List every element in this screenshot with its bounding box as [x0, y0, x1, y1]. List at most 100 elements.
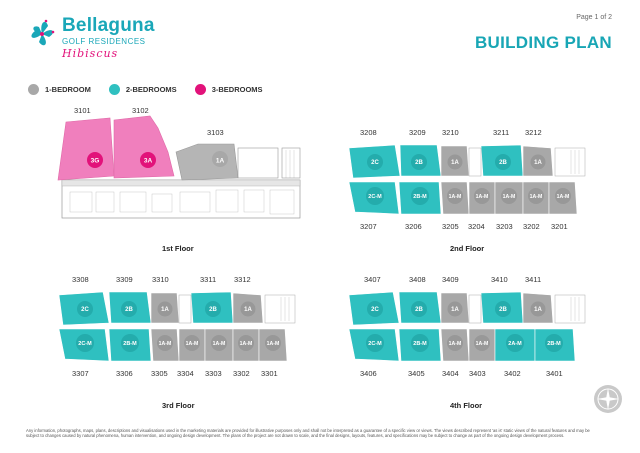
page-number: Page 1 of 2: [576, 14, 612, 21]
floor-label: 1st Floor: [162, 244, 194, 253]
legend-label: 1-BEDROOM: [45, 85, 91, 94]
unit-type-label: 2C: [371, 307, 379, 313]
compass-icon: [594, 385, 622, 413]
unit-number: 3212: [525, 128, 542, 137]
unit-number: 3411: [525, 275, 542, 284]
unit-number: 3204: [468, 222, 485, 231]
unit-number: 3206: [405, 222, 422, 231]
legend-item-2-bedrooms: 2-BEDROOMS: [108, 84, 177, 95]
third-floor-plan: 2C 2B 1A 2B 1A 2C-M 2B-M 1A-M 1A-M 1A-M …: [58, 291, 296, 362]
unit-type-label: 1A-M: [159, 341, 172, 347]
unit-type-label: 1A: [216, 158, 225, 165]
unit-number: 3409: [442, 275, 459, 284]
brand-subtitle: GOLF RESIDENCES: [62, 37, 146, 46]
unit-type-label: 1A: [451, 307, 459, 313]
unit-number: 3407: [364, 275, 381, 284]
unit-type-label: 2B-M: [123, 341, 137, 347]
unit-number: 3305: [151, 369, 168, 378]
unit-type-label: 1A-M: [449, 341, 462, 347]
unit-type-label: 1A-M: [557, 194, 570, 200]
unit-type-label: 2B: [415, 307, 423, 313]
unit-number: 3201: [551, 222, 568, 231]
brand-script: Hibiscus: [62, 47, 119, 60]
unit-number: 3209: [409, 128, 426, 137]
unit-type-label: 1A-M: [503, 194, 516, 200]
unit-type-label: 1A: [534, 307, 542, 313]
unit-number: 3202: [523, 222, 540, 231]
unit-number: 3301: [261, 369, 278, 378]
unit-type-label: 1A-M: [476, 341, 489, 347]
hibiscus-flower-logo-icon: [31, 19, 55, 46]
unit-type-label: 1A-M: [213, 341, 226, 347]
unit-type-label: 2B: [499, 307, 507, 313]
unit-number: 3210: [442, 128, 459, 137]
unit-type-label: 2B: [415, 160, 423, 166]
legend-swatch: [194, 84, 206, 95]
unit-number: 3208: [360, 128, 377, 137]
unit-number: 3405: [408, 369, 425, 378]
unit-type-label: 2C-M: [368, 194, 382, 200]
unit-type-label: 2C-M: [368, 341, 382, 347]
unit-type-label: 1A-M: [530, 194, 543, 200]
unit-number: 3404: [442, 369, 459, 378]
unit-type-label: 1A: [534, 160, 542, 166]
unit-type-label: 2B-M: [413, 194, 427, 200]
floor-label: 4th Floor: [450, 401, 483, 410]
unit-type-label: 2C: [371, 160, 379, 166]
legend-swatch: [108, 84, 120, 95]
unit-type-label: 2C: [81, 307, 89, 313]
unit-number: 3203: [496, 222, 513, 231]
legend-item-3-bedrooms: 3-BEDROOMS: [194, 84, 263, 95]
unit-number: 3311: [200, 275, 217, 284]
unit-type-label: 2C-M: [78, 341, 92, 347]
unit-number: 3207: [360, 222, 377, 231]
first-floor-plan: 3G 3A 1A: [57, 115, 301, 219]
unit-type-label: 1A-M: [267, 341, 280, 347]
unit-type-label: 1A: [451, 160, 459, 166]
unit-number: 3102: [132, 106, 149, 115]
unit-number: 3303: [205, 369, 222, 378]
unit-number: 3103: [207, 128, 224, 137]
unit-type-label: 2B: [209, 307, 217, 313]
unit-number: 3403: [469, 369, 486, 378]
unit-number: 3307: [72, 369, 89, 378]
unit-number: 3401: [546, 369, 563, 378]
unit-number: 3304: [177, 369, 194, 378]
fourth-floor-plan: 2C 2B 1A 2B 1A 2C-M 2B-M 1A-M 1A-M 2A-M …: [348, 291, 586, 362]
legend-label: 2-BEDROOMS: [125, 85, 177, 94]
unit-number: 3408: [409, 275, 426, 284]
unit-type-label: 1A: [161, 307, 169, 313]
legend-swatch: [28, 84, 39, 95]
unit-type-label: 3G: [91, 158, 100, 165]
floor-label: 3rd Floor: [162, 401, 195, 410]
brand-block: Bellaguna GOLF RESIDENCES Hibiscus: [62, 15, 155, 61]
unit-number: 3101: [74, 106, 91, 115]
unit-type-label: 3A: [144, 158, 153, 165]
unit-type-label: 2B-M: [413, 341, 427, 347]
unit-number: 3310: [152, 275, 169, 284]
unit-number: 3402: [504, 369, 521, 378]
unit-type-label: 2A-M: [508, 341, 522, 347]
unit-type-label: 2B: [125, 307, 133, 313]
unit-type-label: 1A-M: [476, 194, 489, 200]
unit-type-label: 1A-M: [449, 194, 462, 200]
unit-number: 3308: [72, 275, 89, 284]
unit-type-label: 2B-M: [547, 341, 561, 347]
unit-number: 3211: [493, 128, 510, 137]
brand-name: Bellaguna: [62, 15, 155, 36]
unit-3101: [57, 117, 115, 181]
unit-3103: [175, 143, 239, 181]
second-floor-plan: 2C 2B 1A 2B 1A 2C-M 2B-M 1A-M 1A-M 1A-M …: [348, 144, 586, 215]
legal-disclaimer: Any information, photographs, maps, plan…: [26, 428, 590, 439]
unit-number: 3302: [233, 369, 250, 378]
legend: 1-BEDROOM 2-BEDROOMS 3-BEDROOMS: [28, 84, 263, 95]
unit-type-label: 1A-M: [186, 341, 199, 347]
unit-type-label: 1A-M: [240, 341, 253, 347]
unit-number: 3205: [442, 222, 459, 231]
unit-number: 3312: [234, 275, 251, 284]
legend-label: 3-BEDROOMS: [211, 85, 263, 94]
unit-number: 3306: [116, 369, 133, 378]
unit-number: 3309: [116, 275, 133, 284]
unit-number: 3406: [360, 369, 377, 378]
floor-label: 2nd Floor: [450, 244, 485, 253]
